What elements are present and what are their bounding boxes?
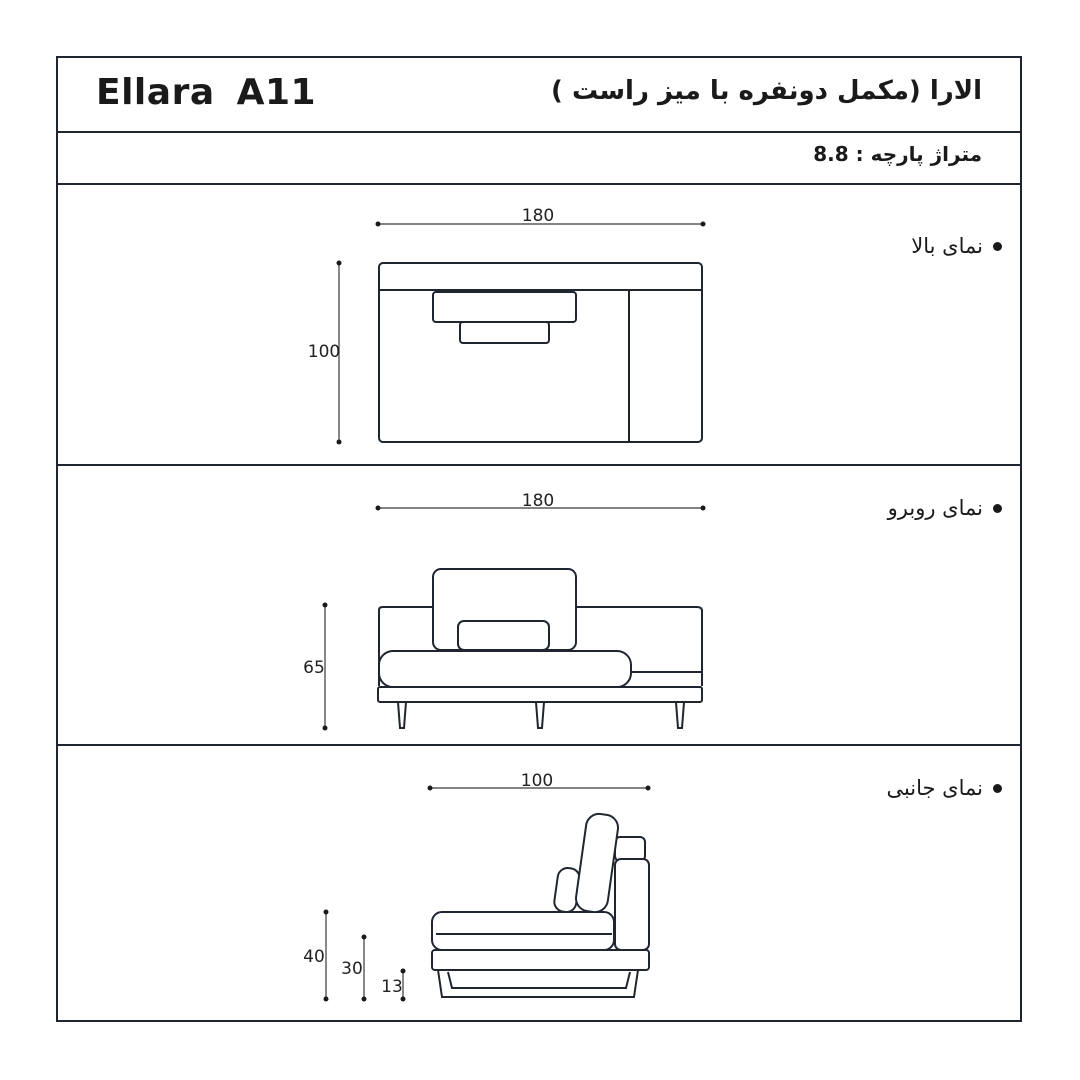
side-height-dim-label: 40	[303, 947, 325, 967]
dim-end-dot	[400, 968, 406, 974]
top-back-cushion	[432, 291, 577, 323]
front-view-label: نمای روبرو	[888, 496, 1002, 520]
side-base-dim-label: 13	[381, 977, 403, 997]
dim-end-dot	[336, 439, 342, 445]
section-divider-3	[58, 744, 1020, 746]
top-view-drawing: 180 100	[308, 206, 706, 445]
side-view-drawing: 100 40 30 13	[303, 771, 651, 1002]
side-frame-inner	[447, 971, 631, 989]
side-back-cushion	[575, 812, 619, 914]
brand-name: Ellara	[96, 72, 215, 113]
section-divider-2	[58, 464, 1020, 466]
dim-end-dot	[361, 934, 367, 940]
top-lumbar-cushion	[459, 321, 550, 344]
top-view-label: نمای بالا	[911, 234, 1002, 258]
top-width-dim-label: 180	[522, 206, 554, 226]
front-view-label-text: نمای روبرو	[887, 496, 983, 520]
front-width-dim-label: 180	[522, 491, 554, 511]
dim-end-dot	[322, 725, 328, 731]
front-leg-left	[397, 701, 407, 729]
dim-end-dot	[427, 785, 433, 791]
side-headrest	[614, 836, 646, 862]
product-name: Ellara A11	[96, 72, 316, 113]
model-code: A11	[236, 72, 317, 113]
front-base	[377, 686, 703, 703]
fabric-amount: متراژ پارچه : 8.8	[813, 142, 982, 166]
header-divider	[58, 131, 1020, 133]
side-back-panel	[614, 858, 650, 951]
dim-end-dot	[400, 996, 406, 1002]
dim-end-dot	[700, 221, 706, 227]
section-divider-1	[58, 183, 1020, 185]
dim-end-dot	[323, 996, 329, 1002]
dim-end-dot	[375, 221, 381, 227]
side-frame-base	[437, 969, 639, 998]
dim-end-dot	[700, 505, 706, 511]
top-view-label-text: نمای بالا	[911, 234, 983, 258]
dim-end-dot	[336, 260, 342, 266]
product-title-fa: الارا (مکمل دونفره با میز راست )	[551, 76, 982, 106]
dim-end-dot	[645, 785, 651, 791]
front-view-drawing: 180 65	[303, 491, 706, 731]
side-seat-dim-label: 30	[341, 959, 363, 979]
side-view-label: نمای جانبی	[886, 776, 1002, 800]
side-view-label-text: نمای جانبی	[886, 776, 983, 800]
dim-end-dot	[361, 996, 367, 1002]
side-platform	[431, 949, 650, 971]
dim-end-dot	[322, 602, 328, 608]
front-lumbar-cushion	[457, 620, 550, 651]
bullet-icon	[993, 503, 1002, 513]
dim-end-dot	[323, 909, 329, 915]
bullet-icon	[993, 783, 1002, 793]
bullet-icon	[993, 241, 1002, 251]
side-depth-dim-label: 100	[521, 771, 553, 791]
top-outline	[378, 262, 703, 443]
front-leg-center	[535, 701, 545, 729]
dim-end-dot	[375, 505, 381, 511]
side-seat-cushion	[431, 911, 615, 951]
front-leg-right	[675, 701, 685, 729]
spec-sheet: Ellara A11 الارا (مکمل دونفره با میز راست…	[56, 56, 1022, 1022]
front-height-dim-label: 65	[303, 658, 325, 678]
front-seat-cushion	[378, 650, 632, 688]
top-depth-dim-label: 100	[308, 342, 340, 362]
